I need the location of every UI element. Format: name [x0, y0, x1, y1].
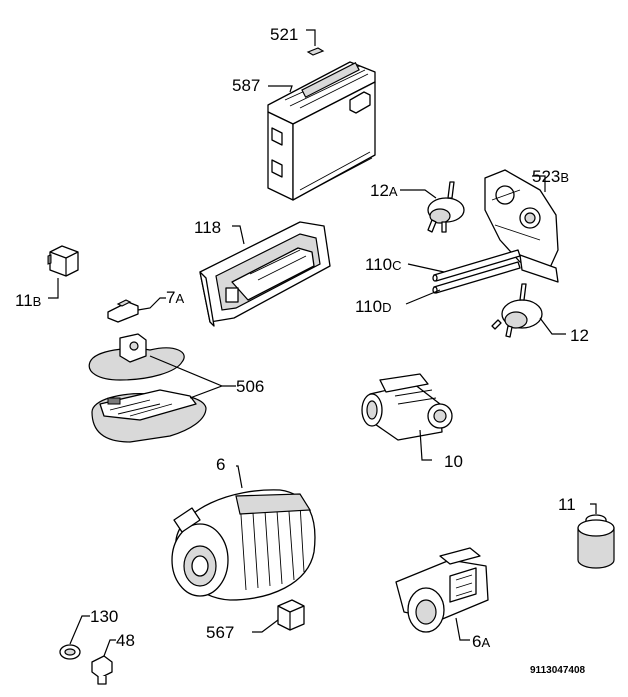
label-11: 11 [558, 495, 576, 514]
part-6a-drain-pump[interactable] [395, 547, 489, 641]
label-118: 118 [194, 218, 221, 237]
label-11b: 11B [15, 291, 41, 310]
part-12a-pressure-switch[interactable] [400, 181, 465, 233]
part-506-sump-assembly[interactable] [88, 333, 236, 443]
part-118-flow-module[interactable] [199, 221, 331, 327]
part-567-connector[interactable] [252, 599, 305, 633]
label-6a: 6A [472, 632, 490, 651]
part-10-heater-unit[interactable] [361, 373, 453, 461]
label-521: 521 [270, 25, 298, 44]
label-12a: 12A [370, 181, 398, 200]
label-130: 130 [90, 607, 118, 626]
label-567: 567 [206, 623, 234, 642]
label-12: 12 [570, 326, 589, 345]
label-7a: 7A [166, 288, 184, 307]
label-506: 506 [236, 377, 264, 396]
label-48: 48 [116, 631, 135, 650]
label-10: 10 [444, 452, 463, 471]
part-48-plug[interactable] [91, 639, 116, 685]
part-11-capacitor[interactable] [577, 503, 615, 569]
document-number: 9113047408 [530, 665, 586, 676]
part-6-circulation-pump[interactable] [171, 465, 316, 601]
part-130-ring[interactable] [59, 615, 90, 660]
part-523b-bracket[interactable] [484, 169, 559, 283]
label-6: 6 [216, 455, 225, 474]
part-521-clip[interactable] [306, 29, 325, 56]
label-110c: 110C [365, 255, 402, 274]
part-587-control-module[interactable] [267, 61, 376, 201]
label-523b: 523B [532, 167, 569, 186]
part-12-pressure-switch[interactable] [491, 283, 566, 338]
label-110d: 110D [355, 297, 392, 316]
part-110c-110d-tubes[interactable] [405, 249, 521, 305]
part-11b-capacitor-block[interactable] [47, 245, 79, 299]
label-587: 587 [232, 76, 260, 95]
part-7a-sensor[interactable] [107, 297, 166, 323]
